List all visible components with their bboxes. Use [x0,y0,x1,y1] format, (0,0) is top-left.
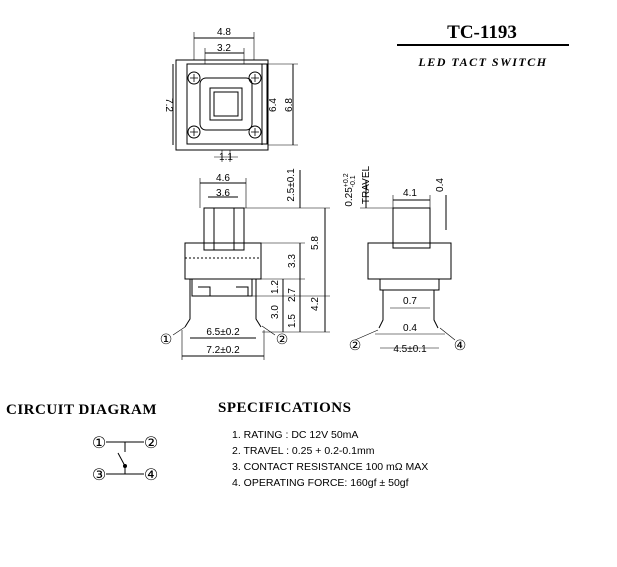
dim-front-2-5: 2.5±0.1 [286,168,297,202]
dim-side-0-4-top: 0.4 [435,178,446,192]
part-number-title: TC-1193 [447,22,517,43]
circuit-pin-1: ① [92,433,106,452]
dim-top-6-8: 6.8 [284,98,295,112]
dim-top-1-1: 1.1 [219,152,233,163]
spec-item-contact-resistance: 3. CONTACT RESISTANCE 100 mΩ MAX [232,461,428,473]
top-view-led-window [209,87,243,121]
dim-front-7-2: 7.2±0.2 [206,345,240,356]
side-travel-label: TRAVEL [361,165,372,204]
side-view-base [379,278,440,291]
spec-item-rating: 1. RATING : DC 12V 50mA [232,429,358,441]
side-view: 0.25+0.2-0.1 TRAVEL 4.1 0.4 0.7 0.4 4.5±… [343,165,466,355]
front-pin-label-1: ① [160,332,173,348]
circuit-diagram-heading: CIRCUIT DIAGRAM [6,402,157,418]
mount-hole-1 [187,71,201,85]
circuit-switch-contact [117,452,126,467]
top-view-actuator [199,77,253,131]
front-view-pin-left [184,279,191,328]
front-view-pin-right [255,279,262,328]
side-pin-label-4: ④ [454,338,467,354]
dim-front-4-2: 4.2 [310,297,321,311]
side-travel-value: 0.25+0.2-0.1 [343,173,357,206]
circuit-switch-pivot [123,464,127,468]
specifications: SPECIFICATIONS 1. RATING : DC 12V 50mA 2… [218,400,428,489]
top-view-inner-frame [186,63,268,145]
front-view-actuator [203,207,245,251]
front-view: 4.6 3.6 2.5±0.1 5.8 3.3 1.2 2.7 4.2 3.0 … [160,168,330,360]
side-view-pin-left [378,290,384,329]
dim-top-7-2: 7.2 [163,98,174,112]
front-view-base [191,279,253,297]
top-view: 4.8 3.2 7.2 6.4 6.8 1.1 [163,27,298,163]
side-view-pin-right [433,290,439,329]
dim-front-1-2: 1.2 [270,280,281,294]
side-pin-label-2: ② [349,338,362,354]
circuit-pin-4: ④ [144,465,158,484]
dim-front-1-5: 1.5 [287,314,298,328]
mount-hole-3 [187,125,201,139]
mount-hole-2 [248,71,262,85]
circuit-diagram: CIRCUIT DIAGRAM ① ② ③ ④ [6,402,158,484]
dim-front-2-7: 2.7 [287,288,298,302]
dim-front-3-6: 3.6 [216,188,230,199]
front-pin-label-2: ② [276,332,289,348]
dim-side-0-7: 0.7 [403,296,417,307]
dim-top-6-4: 6.4 [268,98,279,112]
dim-front-4-6: 4.6 [216,173,230,184]
side-travel-tol-minus: -0.1 [350,175,357,187]
spec-item-operating-force: 4. OPERATING FORCE: 160gf ± 50gf [232,477,409,489]
mount-hole-4 [248,125,262,139]
dim-side-4-5: 4.5±0.1 [393,344,427,355]
dim-front-3-0: 3.0 [270,305,281,319]
dim-side-0-4-bottom: 0.4 [403,323,417,334]
dim-top-4-8: 4.8 [217,27,231,38]
dim-front-3-3: 3.3 [287,254,298,268]
dim-top-3-2: 3.2 [217,43,231,54]
circuit-pin-2: ② [144,433,158,452]
specifications-heading: SPECIFICATIONS [218,400,351,416]
circuit-pin-3: ③ [92,465,106,484]
side-view-actuator [392,207,431,249]
side-travel-tol-plus: +0.2 [343,173,350,187]
dim-front-6-5: 6.5±0.2 [206,327,240,338]
front-view-housing [184,242,262,280]
spec-item-travel: 2. TRAVEL : 0.25 + 0.2-0.1mm [232,445,375,457]
part-subtitle: LED TACT SWITCH [417,55,547,69]
dim-side-4-1: 4.1 [403,188,417,199]
dim-front-5-8: 5.8 [310,236,321,250]
